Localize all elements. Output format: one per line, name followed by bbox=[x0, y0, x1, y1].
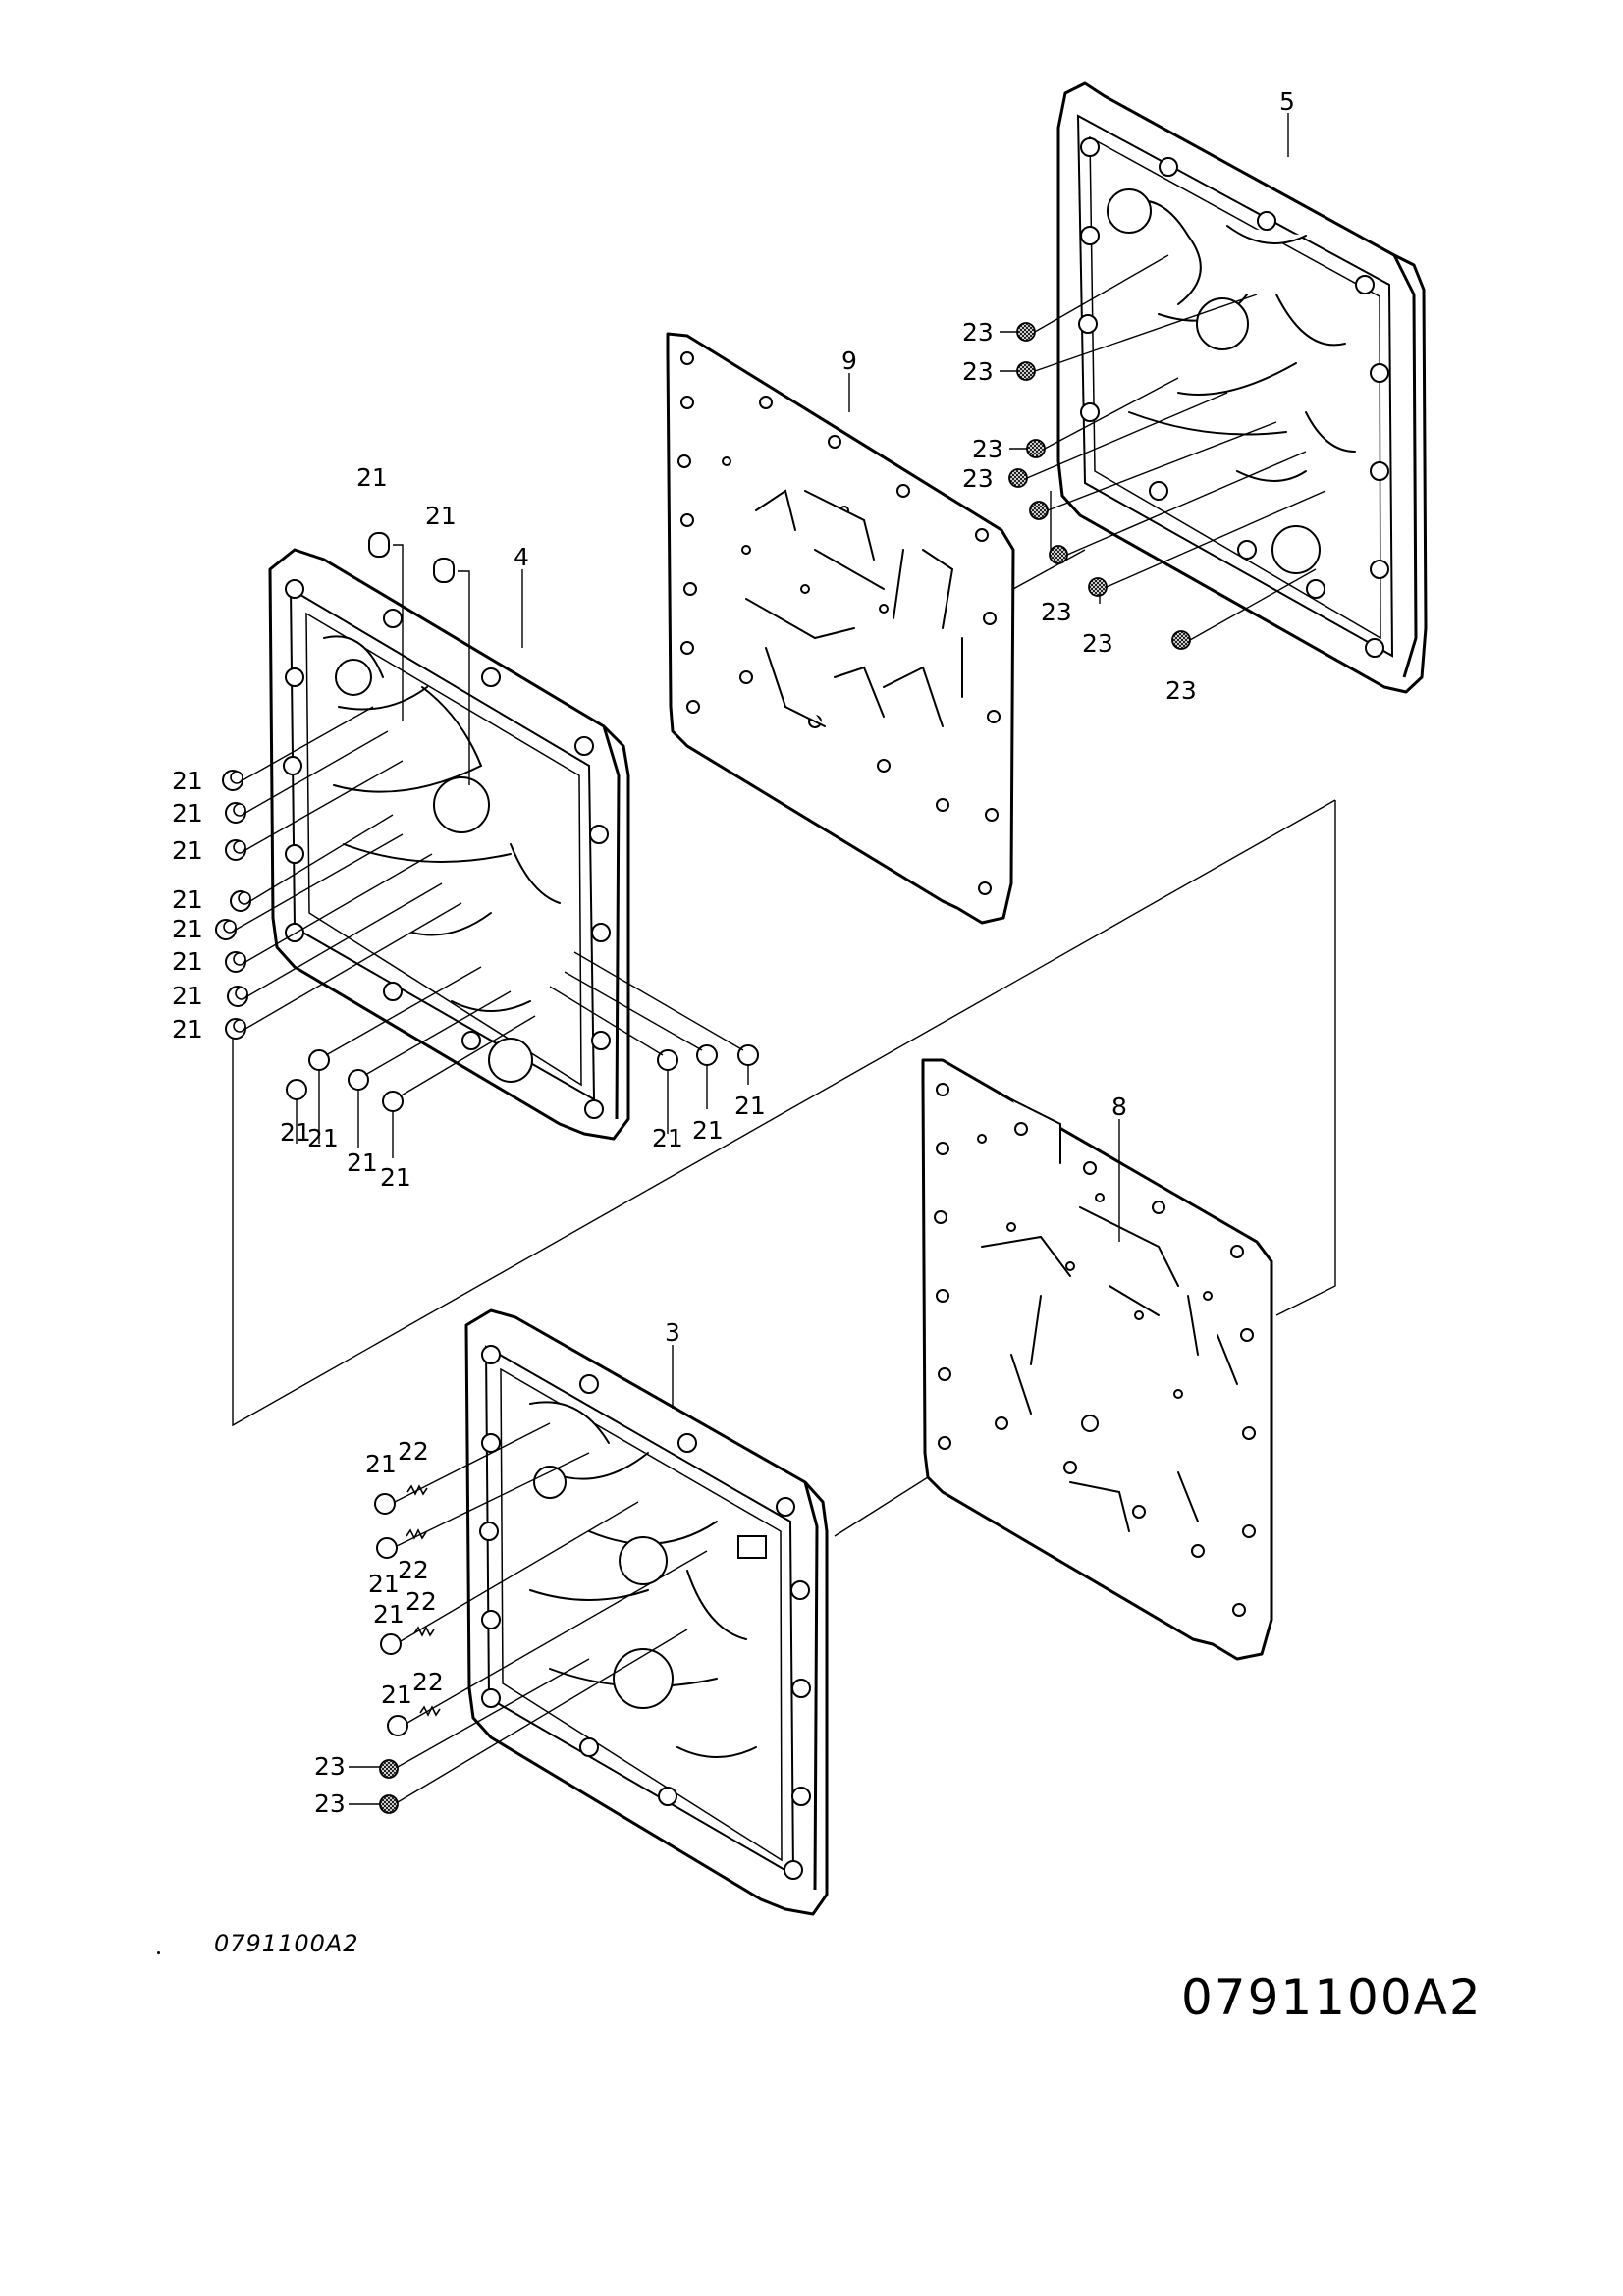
label-21: 21 bbox=[172, 836, 203, 865]
plug-21 bbox=[225, 760, 404, 861]
label-21: 21 bbox=[172, 885, 203, 914]
label-23: 23 bbox=[314, 1752, 346, 1781]
plug-21 bbox=[549, 986, 678, 1134]
plug-21 bbox=[380, 1501, 639, 1655]
plug-21 bbox=[387, 1550, 708, 1736]
label-leaders bbox=[349, 113, 1289, 1805]
plug-21 bbox=[286, 1079, 307, 1144]
label-21: 21 bbox=[172, 947, 203, 976]
plug-21 bbox=[564, 971, 718, 1109]
label-21: 21 bbox=[172, 1015, 203, 1043]
label-21: 21 bbox=[368, 1570, 400, 1598]
drawing-code-small: 0791100A2 bbox=[214, 1930, 359, 1957]
plug-21 bbox=[225, 853, 433, 973]
screen-23 bbox=[1008, 392, 1228, 488]
label-21: 21 bbox=[172, 799, 203, 828]
label-21: 21 bbox=[425, 502, 457, 530]
part-8-separator-plate bbox=[921, 1058, 1273, 1661]
label-23: 23 bbox=[962, 357, 994, 386]
label-21: 21 bbox=[734, 1092, 766, 1120]
label-21: 21 bbox=[652, 1124, 683, 1152]
plug-spring-group-lower bbox=[374, 1422, 708, 1736]
screen-23 bbox=[1029, 421, 1277, 520]
part-4-valve-body bbox=[268, 548, 630, 1141]
screen-23 bbox=[379, 1658, 590, 1779]
spring-22 bbox=[406, 1528, 427, 1540]
plug-group-21-bottom bbox=[286, 951, 759, 1158]
plug-21 bbox=[225, 902, 462, 1040]
screen-group-23-lower bbox=[379, 1629, 688, 1814]
part-3-valve-body bbox=[464, 1308, 829, 1916]
plug-21 bbox=[376, 1452, 590, 1559]
label-part-8: 8 bbox=[1111, 1093, 1127, 1121]
label-22: 22 bbox=[398, 1556, 429, 1584]
label-21: 21 bbox=[373, 1600, 405, 1629]
label-21: 21 bbox=[307, 1124, 339, 1152]
plug-21 bbox=[230, 814, 394, 912]
label-21: 21 bbox=[381, 1681, 412, 1709]
label-23: 23 bbox=[1165, 676, 1197, 705]
plug-group-21-top bbox=[368, 532, 470, 785]
label-21: 21 bbox=[347, 1148, 378, 1177]
plug-group-21-left bbox=[215, 706, 462, 1040]
label-21: 21 bbox=[172, 915, 203, 943]
label-21: 21 bbox=[692, 1116, 724, 1145]
plug-21 bbox=[573, 951, 759, 1085]
reference-labels: 5 9 4 8 3 23 23 23 23 23 23 23 21 21 21 … bbox=[172, 87, 1295, 1818]
spring-22 bbox=[419, 1705, 441, 1717]
label-part-3: 3 bbox=[665, 1318, 680, 1347]
spring-22 bbox=[413, 1626, 435, 1637]
label-23: 23 bbox=[314, 1789, 346, 1818]
screen-23 bbox=[1171, 568, 1317, 650]
label-21: 21 bbox=[172, 982, 203, 1010]
label-23: 23 bbox=[962, 464, 994, 493]
part-5-valve-body bbox=[1056, 81, 1428, 694]
part-9-separator-plate bbox=[666, 332, 1015, 925]
stray-mark bbox=[157, 1951, 160, 1954]
drawing-code-large: 0791100A2 bbox=[1181, 1969, 1483, 2026]
screen-group-23-upper bbox=[1008, 254, 1326, 650]
label-part-9: 9 bbox=[841, 347, 857, 375]
plug-21 bbox=[382, 1015, 536, 1158]
screen-23 bbox=[1088, 490, 1326, 597]
plug-21 bbox=[308, 966, 482, 1144]
label-21: 21 bbox=[356, 463, 388, 492]
label-23: 23 bbox=[962, 318, 994, 347]
plug-21 bbox=[225, 730, 389, 824]
label-part-5: 5 bbox=[1279, 87, 1295, 116]
plug-21 bbox=[368, 532, 404, 721]
plug-21 bbox=[215, 833, 404, 940]
screen-23 bbox=[1016, 254, 1169, 342]
plug-21 bbox=[348, 990, 512, 1148]
label-22: 22 bbox=[412, 1668, 444, 1696]
assembly-lines bbox=[232, 549, 1336, 1537]
label-22: 22 bbox=[406, 1587, 437, 1616]
label-21: 21 bbox=[172, 767, 203, 795]
screen-23 bbox=[1049, 451, 1307, 564]
label-part-4: 4 bbox=[514, 543, 529, 571]
spring-22 bbox=[406, 1484, 428, 1496]
label-21: 21 bbox=[280, 1118, 311, 1147]
label-21: 21 bbox=[380, 1163, 411, 1192]
label-22: 22 bbox=[398, 1437, 429, 1466]
label-23: 23 bbox=[972, 435, 1003, 463]
plug-21 bbox=[433, 558, 470, 785]
label-23: 23 bbox=[1082, 629, 1113, 658]
plug-21 bbox=[222, 706, 374, 791]
label-21: 21 bbox=[365, 1450, 397, 1478]
plug-21 bbox=[227, 882, 443, 1007]
label-23: 23 bbox=[1041, 598, 1072, 626]
